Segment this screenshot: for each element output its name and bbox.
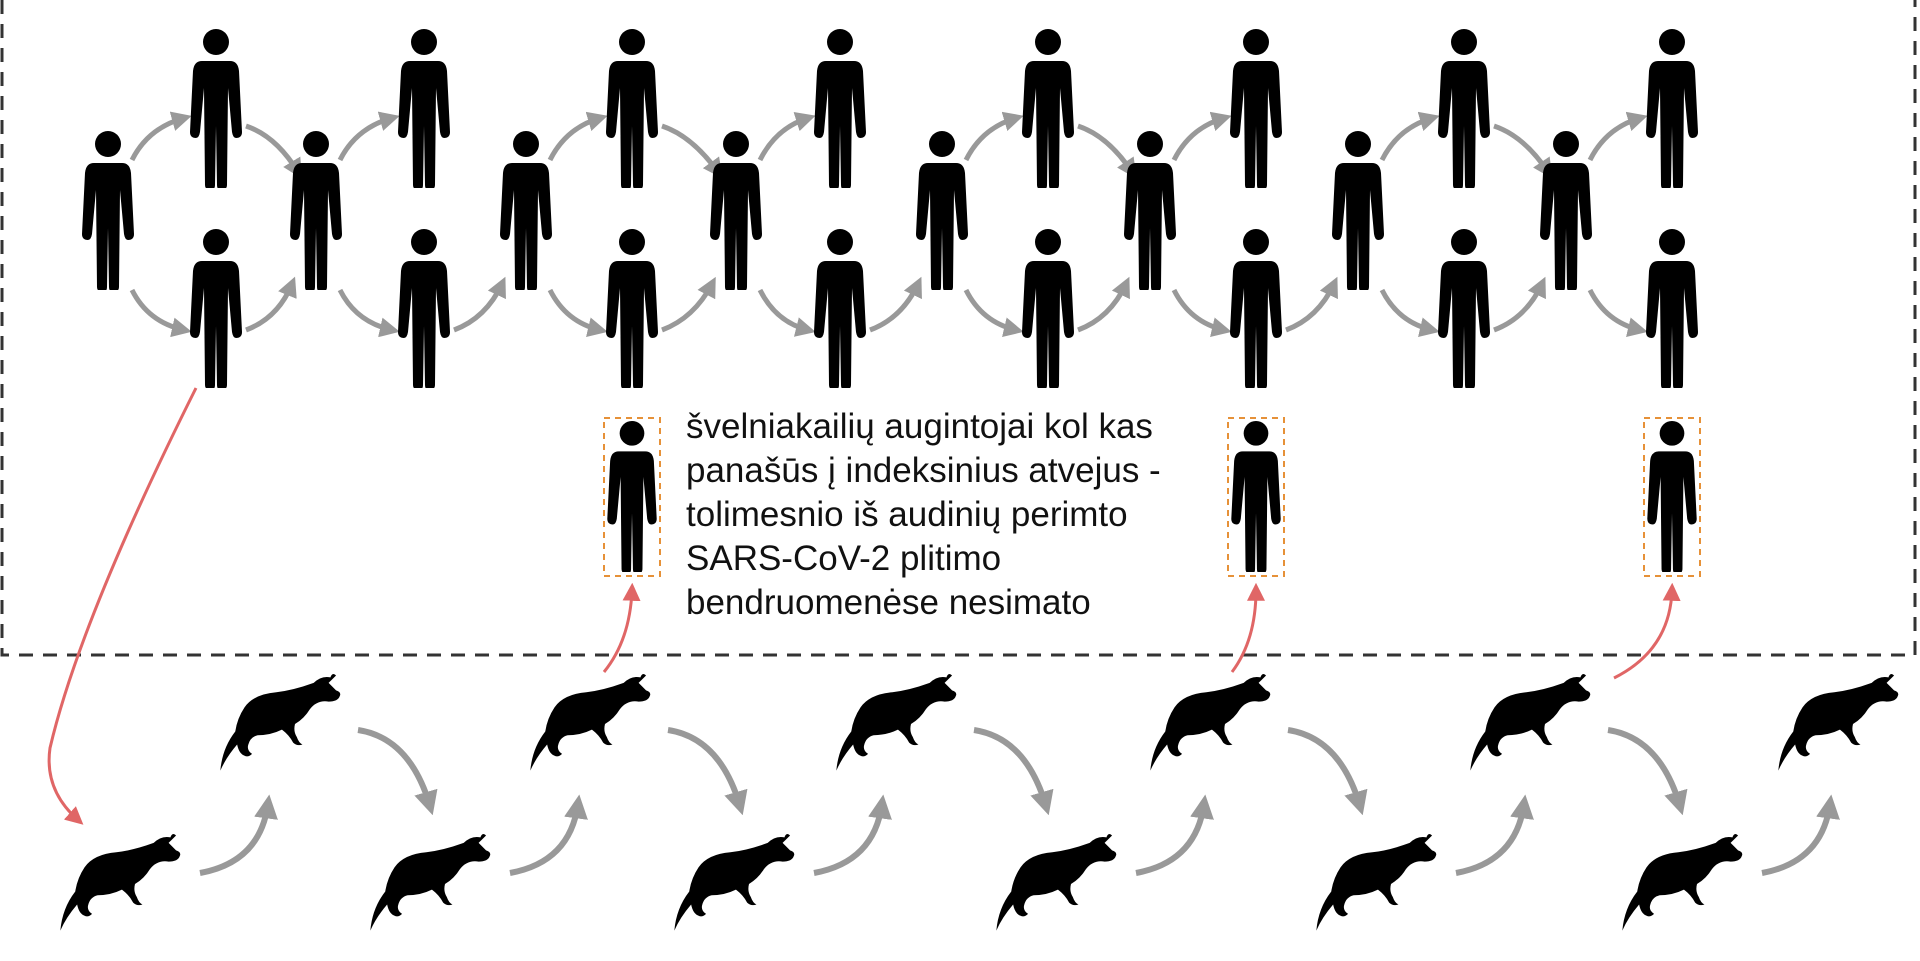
caption-line: SARS-CoV-2 plitimo [686,537,1206,581]
person-icon [606,229,658,390]
transmission-arrow [1456,804,1524,873]
person-icon [1646,29,1698,190]
mink-icon [674,834,794,931]
transmission-arrow [966,118,1016,160]
transmission-arrow [1288,730,1360,806]
transmission-arrow [1174,118,1224,160]
transmission-arrow [358,730,430,806]
person-icon [1230,29,1282,190]
farmer-caption: švelniakailių augintojai kol kas panašūs… [686,405,1206,625]
transmission-arrow [760,118,808,160]
mink-icon [1316,834,1436,931]
person-icon [916,131,968,292]
mink-icon [1778,674,1898,771]
transmission-arrow [550,118,600,160]
person-icon [290,131,342,292]
person-icon [1022,29,1074,190]
mink-to-human-arrow [1614,590,1672,678]
caption-line: panašūs į indeksinius atvejus - [686,449,1206,493]
person-icon [814,29,866,190]
transmission-arrow [760,290,808,330]
mink-icon [1470,674,1590,771]
mink-icon [996,834,1116,931]
person-icon [1332,131,1384,292]
person-icon [190,29,242,190]
person-icon [398,29,450,190]
transmission-arrow [1494,284,1542,330]
transmission-arrow [668,730,740,806]
mink-icon [370,834,490,931]
farmer-person-icon [1647,421,1696,574]
farmer-person-icon [1231,421,1280,574]
mink-to-human-arrow [604,590,632,672]
mink-icon [220,674,340,771]
caption-line: tolimesnio iš audinių perimto [686,493,1206,537]
transmission-arrow [1136,804,1204,873]
transmission-arrow [246,126,298,172]
mink-icon [836,674,956,771]
transmission-arrow [662,284,712,330]
transmission-arrow [1494,126,1548,172]
transmission-arrow [662,126,718,172]
person-icon [82,131,134,292]
transmission-arrow [1590,290,1640,330]
mink-icon [1150,674,1270,771]
transmission-arrow [510,804,578,873]
transmission-arrow [1608,730,1680,806]
transmission-arrow [1286,284,1334,330]
person-icon [1022,229,1074,390]
person-icon [1230,229,1282,390]
farmer-person-icon [607,421,656,574]
transmission-arrow [974,730,1046,806]
person-icon [190,229,242,390]
person-icon [398,229,450,390]
transmission-arrow [340,290,392,330]
person-icon [1438,29,1490,190]
mink-to-human-arrow [1232,590,1256,672]
person-icon [710,131,762,292]
transmission-arrow [1382,118,1432,160]
person-icon [1124,131,1176,292]
transmission-arrow [132,290,184,330]
person-icon [1646,229,1698,390]
person-icon [606,29,658,190]
person-icon [500,131,552,292]
transmission-arrow [340,118,392,160]
human-to-mink-arrow [49,388,196,820]
person-icon [1540,131,1592,292]
transmission-arrow [814,804,882,873]
mink-icon [1622,834,1742,931]
transmission-arrow [1078,284,1126,330]
transmission-arrow [454,284,502,330]
transmission-arrow [1078,126,1132,172]
transmission-arrow [550,290,600,330]
person-icon [1438,229,1490,390]
transmission-arrow [246,284,292,330]
caption-line: bendruomenėse nesimato [686,581,1206,625]
transmission-arrow [200,804,268,873]
transmission-arrow [966,290,1016,330]
transmission-arrow [132,118,184,160]
transmission-arrow [1762,804,1830,873]
transmission-arrow [870,284,918,330]
mink-icon [530,674,650,771]
caption-line: švelniakailių augintojai kol kas [686,405,1206,449]
transmission-arrow [1174,290,1224,330]
transmission-arrow [1382,290,1432,330]
mink-icon [60,834,180,931]
transmission-arrow [1590,118,1640,160]
person-icon [814,229,866,390]
